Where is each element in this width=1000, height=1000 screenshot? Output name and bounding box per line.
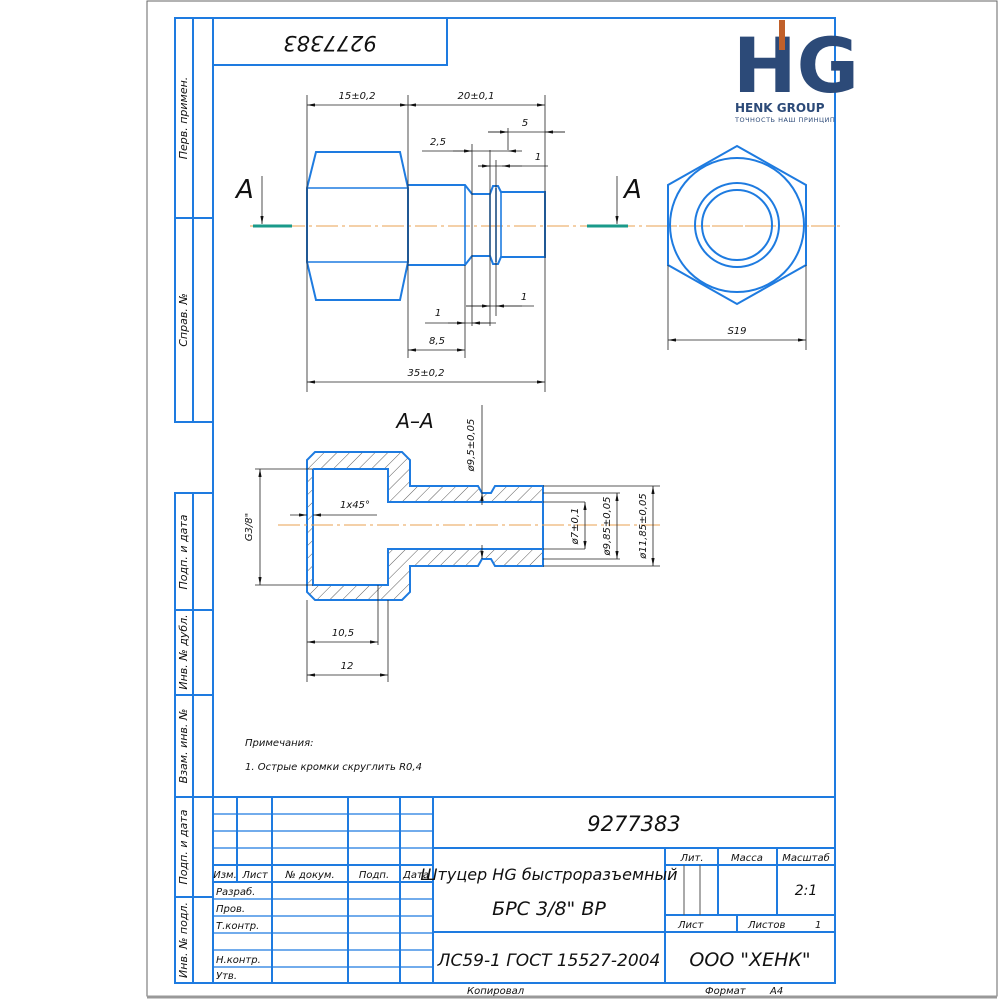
label-vzam-inv: Взам. инв. №: [177, 709, 190, 784]
role-nkontr: Н.контр.: [216, 955, 261, 966]
notes: Примечания: 1. Острые кромки скруглить R…: [245, 738, 422, 773]
label-podp-data-2: Подп. и дата: [177, 809, 190, 884]
dim-chamfer: 1x45°: [340, 500, 370, 511]
dim-d9-85: ø9,85±0,05: [602, 496, 613, 556]
dim-8-5: 8,5: [429, 336, 445, 347]
sheets-value: 1: [815, 920, 821, 931]
dim-1-bottom-left: 1: [435, 308, 441, 319]
dim-5: 5: [522, 118, 528, 129]
logo-name: HENK GROUP: [735, 101, 825, 115]
dim-35: 35±0,2: [407, 368, 444, 379]
format-value: А4: [769, 986, 783, 997]
label-podp-data-1: Подп. и дата: [177, 514, 190, 589]
top-number: 9277383: [283, 31, 377, 55]
role-razrab: Разраб.: [216, 886, 255, 898]
sheets-label: Листов: [747, 920, 785, 931]
dim-d7: ø7±0,1: [570, 508, 581, 546]
hdr-scale: Масштаб: [782, 852, 830, 864]
sheet-border: [146, 0, 998, 997]
hdr-massa: Масса: [731, 853, 763, 864]
left-strip-top: Перв. примен. Справ. №: [174, 17, 214, 423]
section-view: А–А G3/8": [244, 405, 660, 682]
hdr-podp: Подп.: [359, 870, 389, 881]
dim-s19: S19: [727, 326, 746, 337]
end-view: S19: [655, 144, 835, 350]
side-view: A A: [234, 91, 840, 392]
designation: 9277383: [587, 812, 681, 836]
section-bore: [312, 468, 543, 586]
hdr-list: Лист: [241, 870, 269, 881]
left-strip-bottom: Подп. и дата Инв. № дубл. Взам. инв. № П…: [174, 492, 214, 984]
nipple-shaft: [408, 184, 546, 266]
label-sprav-no: Справ. №: [177, 293, 190, 347]
dim-g3-8: G3/8": [244, 513, 255, 541]
hdr-lit: Лит.: [679, 853, 703, 864]
logo-accent: [779, 20, 785, 50]
henk-group-logo: HG HENK GROUP ТОЧНОСТЬ НАШ ПРИНЦИП: [733, 20, 859, 124]
dim-12: 12: [341, 661, 354, 672]
copied-label: Копировал: [467, 986, 525, 997]
dim-d9-5: ø9,5±0,05: [466, 419, 477, 473]
note-item: 1. Острые кромки скруглить R0,4: [245, 762, 422, 773]
section-hatching: [307, 452, 543, 600]
section-outline: [306, 451, 544, 601]
role-tkontr: Т.контр.: [216, 921, 259, 932]
section-title: А–А: [394, 409, 433, 433]
dim-10-5: 10,5: [332, 628, 354, 639]
dim-d11-85: ø11,85±0,05: [638, 493, 649, 559]
hdr-data: Дата: [402, 870, 429, 881]
sheet-label: Лист: [677, 920, 705, 931]
material: ЛС59-1 ГОСТ 15527-2004: [437, 951, 661, 971]
dim-1-top: 1: [535, 152, 541, 163]
section-mark-right: A: [622, 175, 642, 205]
dim-2-5: 2,5: [430, 137, 446, 148]
logo-mark: HG: [733, 21, 859, 110]
company: ООО "ХЕНК": [689, 949, 810, 971]
format-label: Формат: [705, 986, 747, 997]
label-inv-dubl: Инв. № дубл.: [177, 614, 190, 689]
dim-20: 20±0,1: [457, 91, 494, 102]
label-inv-podl: Инв. № подл.: [177, 902, 190, 978]
label-perv-primen: Перв. примен.: [177, 77, 190, 160]
title-block: Изм. Лист № докум. Подп. Дата Разраб. Пр…: [213, 796, 835, 983]
logo-slogan: ТОЧНОСТЬ НАШ ПРИНЦИП: [734, 116, 835, 124]
dim-15: 15±0,2: [338, 91, 375, 102]
product-name-line2: БРС 3/8" ВР: [492, 898, 606, 920]
product-name-line1: Штуцер HG быстроразъемный: [420, 865, 677, 884]
role-utv: Утв.: [216, 971, 237, 982]
role-prov: Пров.: [216, 904, 245, 915]
hdr-doc: № докум.: [284, 870, 334, 881]
section-mark-left: A: [234, 175, 254, 205]
dim-1-bottom-right: 1: [521, 292, 527, 303]
hexagon: [667, 144, 807, 306]
hdr-izm: Изм.: [213, 870, 237, 881]
scale-value: 2:1: [795, 883, 818, 899]
notes-heading: Примечания:: [245, 738, 314, 749]
